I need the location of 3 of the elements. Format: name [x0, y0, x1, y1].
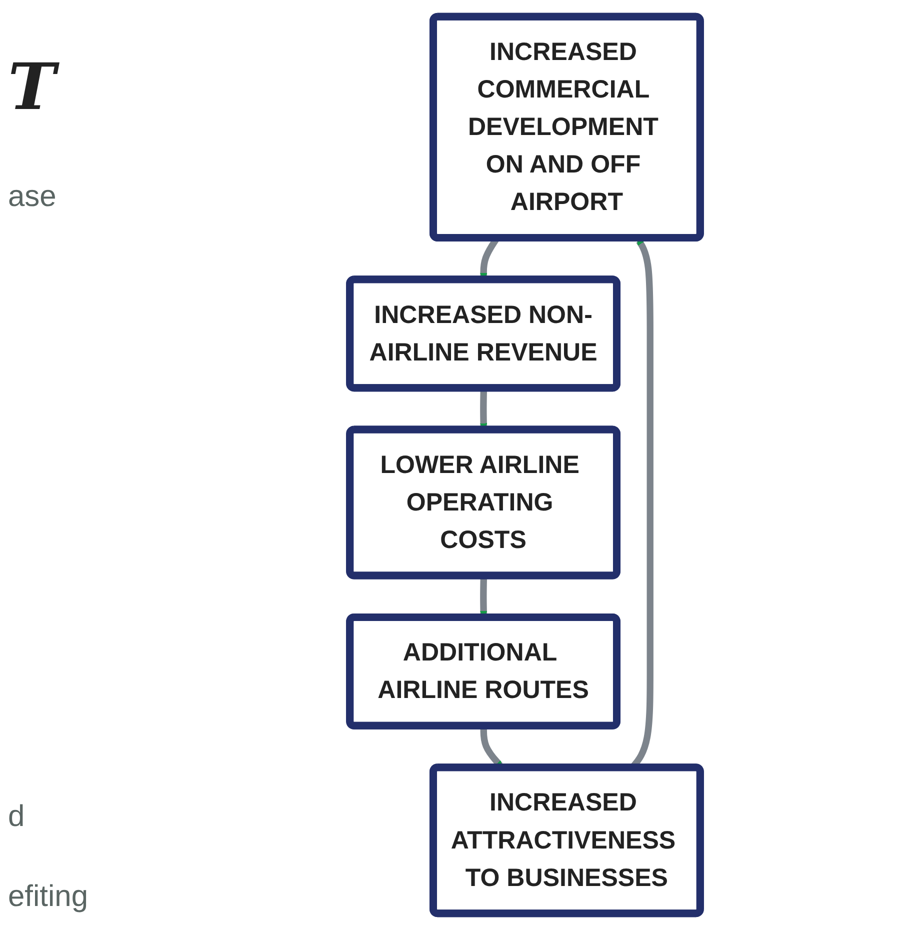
body-text: efiting	[8, 880, 88, 914]
body-text: d	[8, 800, 25, 834]
body-text: ase	[8, 180, 56, 214]
